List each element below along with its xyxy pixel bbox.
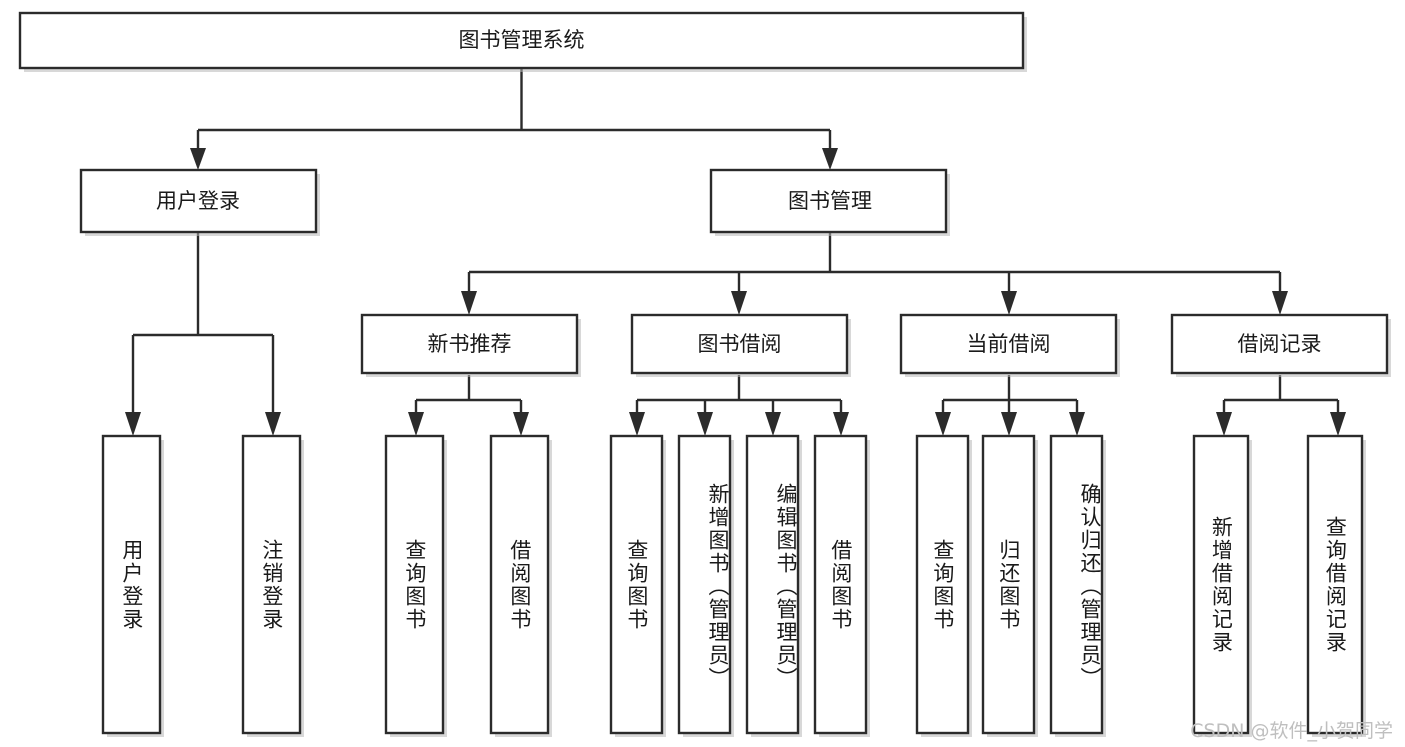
node-book-management-rect[interactable] [709,168,948,234]
arrow-to-new-book-recommend [461,291,477,315]
leaf-query-record-rect[interactable] [1306,434,1364,735]
watermark-text: CSDN @软件_小贺同学 [1190,720,1393,742]
arrow-to-leaf-add-book [697,412,713,436]
connector-user-login-to-leaves [131,232,275,414]
arrow-to-leaf-edit-book [765,412,781,436]
node-user-login-rect[interactable] [79,168,318,234]
connectors-group [125,68,1346,436]
node-borrow-record-rect[interactable] [1170,313,1389,375]
connector-borrow-record-to-leaves [1222,375,1340,414]
node-book-management[interactable]: 图书管理 [709,168,950,236]
node-current-borrow-label: 当前借阅 [967,332,1051,356]
connector-current-borrow-to-leaves [941,375,1079,414]
arrow-to-leaf-return-book [1001,412,1017,436]
node-book-borrow[interactable]: 图书借阅 [630,313,851,377]
connector-book-borrow-to-leaves [635,375,843,414]
arrow-to-leaf-borrow-book-1 [513,412,529,436]
node-user-login-label: 用户登录 [156,189,240,213]
arrow-to-borrow-record [1272,291,1288,315]
node-book-borrow-rect[interactable] [630,313,849,375]
node-new-book-recommend[interactable]: 新书推荐 [360,313,581,377]
arrow-to-leaf-confirm-return [1069,412,1085,436]
leaf-edit-book-rect[interactable] [745,434,800,735]
node-current-borrow[interactable]: 当前借阅 [899,313,1120,377]
node-new-book-recommend-rect[interactable] [360,313,579,375]
node-root-label: 图书管理系统 [459,28,585,52]
arrow-to-leaf-query-book-1 [408,412,424,436]
arrow-to-leaf-query-book-3 [935,412,951,436]
leaf-query-book-1-rect[interactable] [384,434,445,735]
leaf-add-book-rect[interactable] [677,434,732,735]
arrow-to-leaf-logout [265,412,281,436]
arrow-to-leaf-add-record [1216,412,1232,436]
node-root[interactable]: 图书管理系统 [18,11,1027,72]
arrow-to-leaf-query-record [1330,412,1346,436]
leaf-user-login-rect[interactable] [101,434,162,735]
arrow-to-leaf-query-book-2 [629,412,645,436]
node-root-rect[interactable] [18,11,1025,70]
arrow-to-book-borrow [731,291,747,315]
leaf-query-book-3-rect[interactable] [915,434,970,735]
node-borrow-record[interactable]: 借阅记录 [1170,313,1391,377]
leaf-boxes-group [101,434,1366,737]
node-book-management-label: 图书管理 [788,189,872,213]
node-borrow-record-label: 借阅记录 [1238,332,1322,356]
leaf-borrow-book-1-rect[interactable] [489,434,550,735]
node-book-borrow-label: 图书借阅 [698,332,782,356]
arrow-to-leaf-borrow-book-2 [833,412,849,436]
leaf-logout-rect[interactable] [241,434,302,735]
node-user-login[interactable]: 用户登录 [79,168,320,236]
leaf-borrow-book-2-rect[interactable] [813,434,868,735]
connector-book-management-to-level3 [467,232,1282,293]
arrow-to-current-borrow [1001,291,1017,315]
node-new-book-recommend-label: 新书推荐 [428,332,512,356]
leaf-add-record-rect[interactable] [1192,434,1250,735]
connector-root-to-level2 [196,68,832,150]
leaf-query-book-2-rect[interactable] [609,434,664,735]
node-current-borrow-rect[interactable] [899,313,1118,375]
arrow-to-book-management [822,148,838,170]
leaf-return-book-rect[interactable] [981,434,1036,735]
leaf-confirm-return-rect[interactable] [1049,434,1104,735]
arrow-to-leaf-user-login [125,412,141,436]
connector-new-book-recommend-to-leaves [414,375,523,414]
arrow-to-user-login [190,148,206,170]
